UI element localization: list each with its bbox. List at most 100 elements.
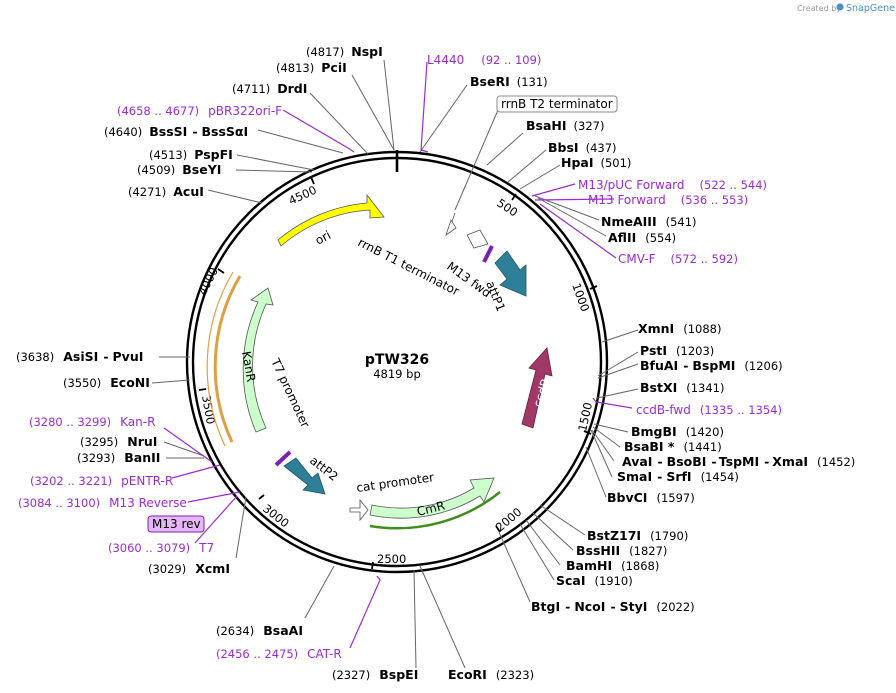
bspmi-name: BspMI xyxy=(692,358,735,373)
m13rev-name: M13 Reverse xyxy=(109,496,187,510)
bsssi-pos: (4640) xyxy=(104,125,142,139)
svg-text:(2634)BsaAI: (2634) BsaAI xyxy=(216,623,303,638)
ori-feature[interactable]: ori xyxy=(277,193,385,248)
styi-name: StyI xyxy=(620,599,648,614)
svg-text:BamHI(1868): BamHI(1868) xyxy=(566,558,659,573)
svg-text:BbvCI(1597): BbvCI(1597) xyxy=(607,490,695,505)
svg-text:ScaI(1910): ScaI(1910) xyxy=(556,573,633,588)
kanr-feature[interactable]: KanR xyxy=(206,271,274,447)
bsobi-name: BsoBI xyxy=(667,454,707,469)
ccdb-feature[interactable]: ccdB xyxy=(521,347,553,429)
xmni-name: XmnI xyxy=(638,321,674,336)
pentrr-range: (3202 .. 3221) xyxy=(30,474,112,488)
svg-text:BstXI(1341): BstXI(1341) xyxy=(640,380,724,395)
svg-text:SnapGene: SnapGene xyxy=(846,3,895,14)
xmni-pos: (1088) xyxy=(683,322,721,336)
cmr-feature[interactable]: CmR xyxy=(369,477,501,530)
bspei-name: BspEI xyxy=(379,667,418,682)
bmgbi-pos: (1420) xyxy=(686,425,724,439)
bbsi-name: BbsI xyxy=(548,140,579,155)
svg-text:ccdB-fwd(1335 .. 1354): ccdB-fwd(1335 .. 1354) xyxy=(636,403,782,417)
svg-text:XmnI(1088): XmnI (1088) xyxy=(638,321,721,336)
cmvf-range: (572 .. 592) xyxy=(670,252,738,266)
svg-text:(3293)BanII: (3293)BanII xyxy=(77,450,160,465)
smai-name: SmaI xyxy=(617,469,652,484)
pspfi-name: PspFI xyxy=(194,147,233,162)
ori-label: ori xyxy=(313,228,333,248)
ccdbfwd-range: (1335 .. 1354) xyxy=(700,403,782,417)
leader-lines xyxy=(151,59,639,669)
t7-name: T7 xyxy=(198,541,214,555)
primer-labels: L4440(92 .. 109) (4658 .. 4677)pBR322ori… xyxy=(18,53,782,661)
svg-text:(4509)BseYI: (4509) BseYI xyxy=(137,162,221,177)
svg-text:(2456 .. 2475)CAT-R: (2456 .. 2475)CAT-R xyxy=(216,647,342,661)
svg-text:BseRI(131): BseRI (131) xyxy=(470,74,548,89)
bamhi-name: BamHI xyxy=(566,558,612,573)
xmai-name: XmaI xyxy=(772,454,808,469)
bseyi-pos: (4509) xyxy=(137,163,175,177)
scai-name: ScaI xyxy=(556,573,586,588)
bbvci-pos: (1597) xyxy=(656,491,694,505)
svg-text:BsaBI *(1441): BsaBI *(1441) xyxy=(624,439,722,454)
attp1-feature[interactable]: attP1 xyxy=(483,250,527,313)
svg-text:(3060 .. 3079)T7: (3060 .. 3079)T7 xyxy=(108,541,214,555)
pbr322ori-range: (4658 .. 4677) xyxy=(117,104,199,118)
svg-text:(4813)PciI: (4813)PciI xyxy=(276,60,347,75)
attp2-feature[interactable]: attP2 xyxy=(274,450,341,495)
nmeaiii-name: NmeAIII xyxy=(601,214,657,229)
xcmi-pos: (3029) xyxy=(148,562,186,576)
tick-2500: 2500 xyxy=(377,552,406,566)
nrui-name: NruI xyxy=(127,434,157,449)
snapgene-logo: SnapGene xyxy=(836,3,895,14)
bstxi-name: BstXI xyxy=(640,380,677,395)
btgi-pos: (2022) xyxy=(656,600,694,614)
bseyi-name: BseYI xyxy=(182,162,221,177)
asisi-pos: (3638) xyxy=(16,350,54,364)
nspi-pos: (4817) xyxy=(306,45,344,59)
rrnb-t2-box[interactable]: rrnB T2 terminator xyxy=(496,95,618,113)
l4440-range: (92 .. 109) xyxy=(481,53,541,67)
bspei-pos: (2327) xyxy=(332,668,370,682)
svg-text:(4817)NspI: (4817) NspI xyxy=(306,44,383,59)
svg-text:(4640)BssSI-BssSαI: (4640)BssSI-BssSαI xyxy=(104,124,248,139)
bsaai-pos: (2634) xyxy=(216,624,254,638)
bseri-name: BseRI xyxy=(470,74,510,89)
bseri-pos: (131) xyxy=(517,75,548,89)
bsaai-name: BsaAI xyxy=(263,623,303,638)
nspi-name: NspI xyxy=(351,44,383,59)
rrnb-t1-terminator-feature[interactable]: rrnB T1 terminator xyxy=(356,229,489,298)
nrui-pos: (3295) xyxy=(80,435,118,449)
bstz17i-pos: (1790) xyxy=(650,529,688,543)
drdi-name: DrdI xyxy=(277,81,307,96)
xcmi-name: XcmI xyxy=(195,561,230,576)
hpai-name: HpaI xyxy=(561,155,594,170)
svg-text:PstI(1203): PstI(1203) xyxy=(640,343,714,358)
tick-2000: 2000 xyxy=(493,505,524,535)
bfuai-name: BfuAI xyxy=(640,358,678,373)
econi-name: EcoNI xyxy=(110,375,150,390)
bfuai-pos: (1206) xyxy=(744,359,782,373)
svg-text:(4711)DrdI: (4711)DrdI xyxy=(232,81,307,96)
btgi-name: BtgI xyxy=(531,599,560,614)
svg-text:HpaI(501): HpaI(501) xyxy=(561,155,631,170)
bbsi-pos: (437) xyxy=(586,141,617,155)
svg-text:M13/pUC Forward(522 .. 544): M13/pUC Forward(522 .. 544) xyxy=(578,178,767,192)
svg-text:(3638)AsiSI-PvuI: (3638)AsiSI-PvuI xyxy=(16,349,143,364)
banii-pos: (3293) xyxy=(77,451,115,465)
bsssai-name: BssSαI xyxy=(202,124,249,139)
cmr-label: CmR xyxy=(415,498,446,518)
bsshii-name: BssHII xyxy=(576,543,620,558)
m13-rev-box[interactable]: M13 rev xyxy=(147,515,205,533)
pcii-pos: (4813) xyxy=(276,61,314,75)
svg-text:BssHII(1827): BssHII (1827) xyxy=(576,543,667,558)
svg-text:L4440(92 .. 109): L4440(92 .. 109) xyxy=(427,53,541,67)
bsssi-name: BssSI xyxy=(149,124,187,139)
pvui-name: PvuI xyxy=(113,349,144,364)
acui-pos: (4271) xyxy=(128,185,166,199)
smai-pos: (1454) xyxy=(701,470,739,484)
bsshii-pos: (1827) xyxy=(629,544,667,558)
ecori-name: EcoRI xyxy=(448,667,487,682)
m13rev-range: (3084 .. 3100) xyxy=(18,496,100,510)
kanr-primer-name: Kan-R xyxy=(120,415,155,429)
plasmid-name: pTW326 xyxy=(365,352,429,368)
